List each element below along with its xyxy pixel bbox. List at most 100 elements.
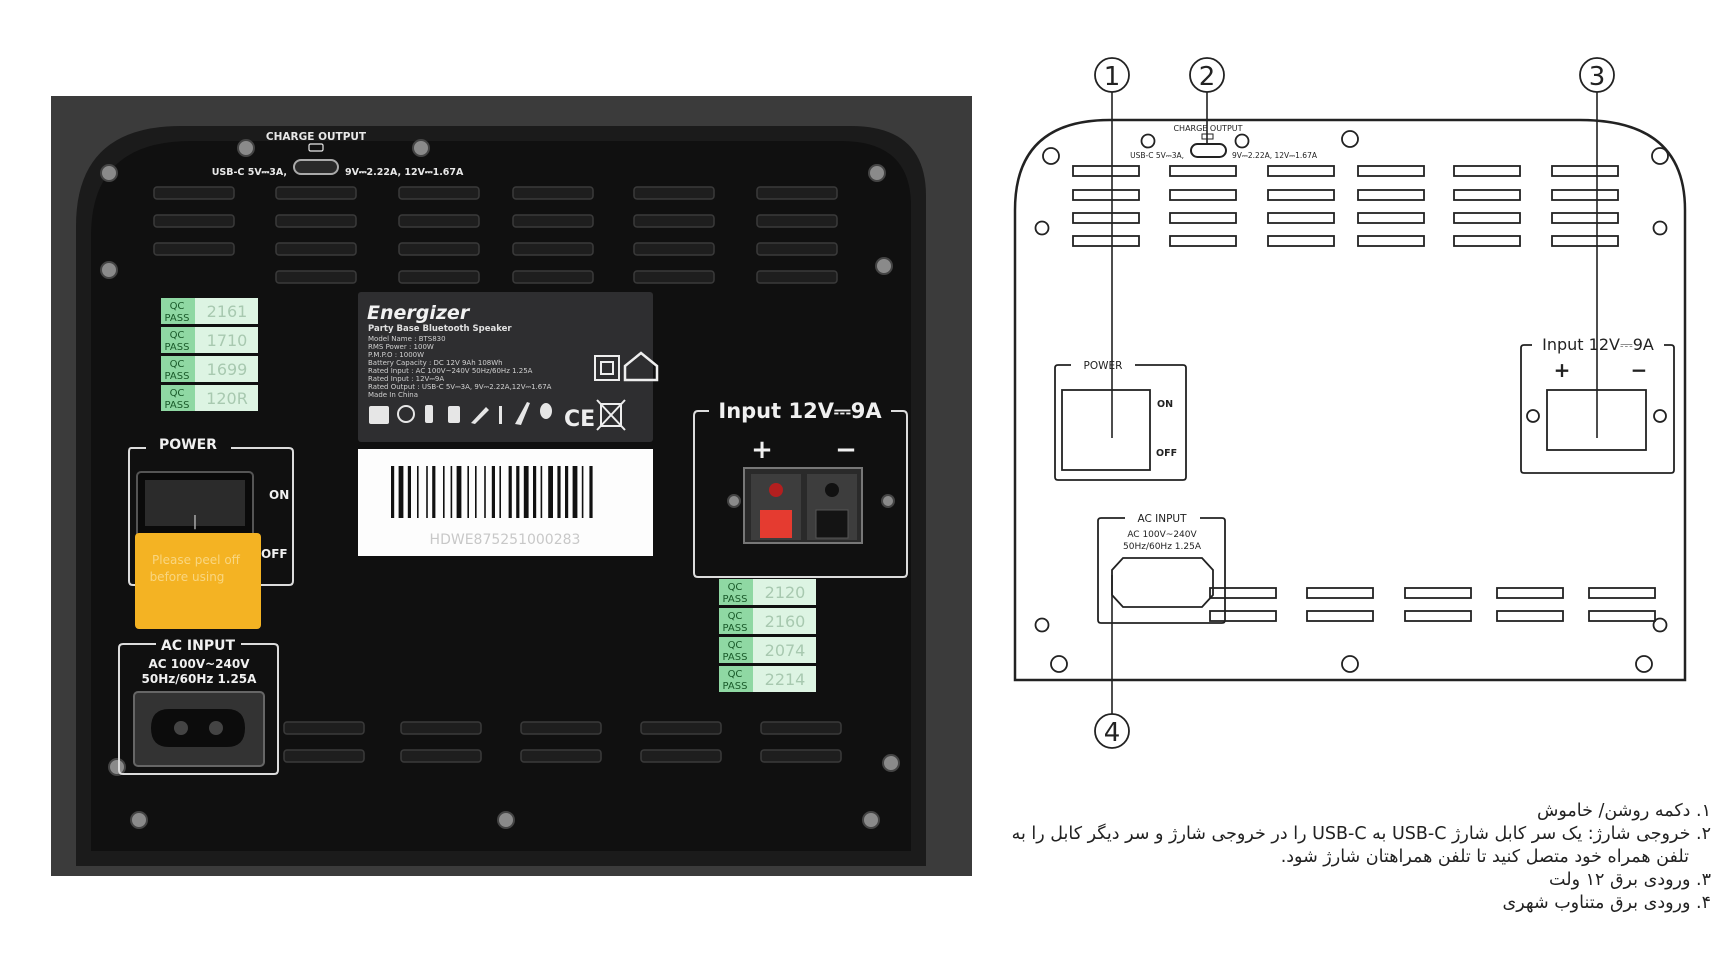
- svg-text:PASS: PASS: [165, 313, 190, 324]
- svg-text:P.M.P.O : 1000W: P.M.P.O : 1000W: [368, 351, 424, 359]
- svg-text:Rated Input : AC 100V~240V 50H: Rated Input : AC 100V~240V 50Hz/60Hz 1.2…: [368, 367, 533, 375]
- diagram-power-switch: [1061, 389, 1151, 471]
- caption-3: ۳. ورودی برق ۱۲ ولت: [1549, 870, 1711, 890]
- vent-slots-bottom: [283, 721, 842, 763]
- barcode-bars: [391, 466, 593, 518]
- line-in-icon: [499, 406, 502, 424]
- ac-inlet-socket[interactable]: [133, 691, 265, 767]
- input-12v-title: Input 12V⎓9A: [718, 399, 882, 423]
- callout-1: 1: [1104, 62, 1121, 92]
- barcode-number: HDWE875251000283: [430, 532, 581, 548]
- back-panel-diagram: CHARGE OUTPUT USB-C 5V⎓3A, 9V⎓2.22A, 12V…: [1013, 57, 1687, 749]
- svg-text:before using: before using: [150, 570, 225, 584]
- svg-text:PASS: PASS: [723, 623, 748, 634]
- indoor-use-icon: [623, 351, 659, 382]
- callout-circles: 1 2 3 4: [1094, 57, 1615, 749]
- svg-text:2214: 2214: [765, 670, 806, 689]
- usbc-left-label: USB-C 5V⎓3A,: [212, 167, 287, 178]
- brand-logo: Energizer: [367, 302, 471, 324]
- diagram-power-section: POWER ON OFF: [1054, 360, 1187, 481]
- speaker-terminals[interactable]: [743, 467, 863, 544]
- callout-4: 4: [1104, 718, 1121, 748]
- karaoke-icon: [471, 407, 489, 424]
- svg-text:QC: QC: [170, 388, 185, 399]
- panel-screws: [100, 139, 900, 829]
- svg-text:OFF: OFF: [1156, 448, 1177, 459]
- svg-text:ON: ON: [1157, 399, 1173, 410]
- ce-mark-icon: CE: [564, 407, 595, 432]
- minus-label: −: [835, 435, 857, 465]
- barcode-sticker: HDWE875251000283: [358, 449, 653, 556]
- svg-text:Battery Capacity : DC 12V 9Ah: Battery Capacity : DC 12V 9Ah 108Wh: [368, 359, 503, 367]
- svg-text:QC: QC: [728, 669, 743, 680]
- svg-text:Rated Input : 12V⎓9A: Rated Input : 12V⎓9A: [368, 375, 444, 383]
- svg-text:QC: QC: [170, 359, 185, 370]
- svg-text:QC: QC: [170, 301, 185, 312]
- svg-text:Rated Output : USB-C 5V⎓3A, 9V: Rated Output : USB-C 5V⎓3A, 9V⎓2.22A,12V…: [368, 383, 552, 391]
- power-section: POWER ON OFF: [128, 437, 294, 586]
- ac-input-label: AC INPUT: [161, 638, 236, 654]
- svg-text:QC: QC: [728, 582, 743, 593]
- feature-icons: [369, 402, 552, 425]
- svg-text:120R: 120R: [206, 389, 248, 408]
- svg-text:2160: 2160: [765, 612, 806, 631]
- callout-2: 2: [1199, 62, 1216, 92]
- svg-text:AC INPUT: AC INPUT: [1137, 513, 1187, 525]
- mic-priority-icon: [540, 403, 552, 419]
- callout-lines: [1111, 92, 1598, 730]
- usbc-right-label: 9V⎓2.22A, 12V⎓1.67A: [345, 167, 464, 178]
- caption-1: ۱. دکمه روشن/ خاموش: [1537, 801, 1711, 821]
- negative-terminal: [815, 509, 849, 539]
- diagram-charge-output-label: CHARGE OUTPUT: [1173, 124, 1242, 133]
- svg-text:1710: 1710: [207, 331, 248, 350]
- svg-text:PASS: PASS: [165, 371, 190, 382]
- peel-off-sticker: Please peel off before using: [135, 533, 261, 629]
- svg-text:USB-C 5V⎓3A,: USB-C 5V⎓3A,: [1130, 151, 1184, 160]
- svg-text:50Hz/60Hz 1.25A: 50Hz/60Hz 1.25A: [1123, 542, 1202, 552]
- weee-icon: [596, 399, 626, 431]
- svg-text:1699: 1699: [207, 360, 248, 379]
- on-label: ON: [269, 488, 289, 502]
- plus-label: +: [751, 435, 773, 465]
- caption-2-continued: تلفن همراه خود متصل کنید تا تلفن همراهتا…: [1280, 847, 1689, 867]
- svg-text:POWER: POWER: [1084, 360, 1123, 372]
- charge-output-icon: [308, 143, 324, 152]
- bluetooth-icon: [397, 405, 415, 423]
- svg-text:PASS: PASS: [723, 652, 748, 663]
- svg-text:2074: 2074: [765, 641, 806, 660]
- svg-text:−: −: [1631, 358, 1648, 382]
- guitar-icon: [515, 402, 530, 425]
- sd-card-icon: [448, 406, 460, 423]
- svg-text:2161: 2161: [207, 302, 248, 321]
- svg-text:Model Name : BTS830: Model Name : BTS830: [368, 335, 446, 343]
- svg-text:QC: QC: [728, 611, 743, 622]
- diagram-usbc-port: [1190, 143, 1227, 158]
- svg-text:PASS: PASS: [723, 681, 748, 692]
- input-12v-section: Input 12V⎓9A + −: [693, 399, 908, 578]
- product-name: Party Base Bluetooth Speaker: [368, 324, 512, 334]
- svg-text:Made In China: Made In China: [368, 391, 418, 399]
- tws-icon: [369, 406, 389, 424]
- caption-2: ۲. خروجی شارژ: یک سر کابل شارژ USB-C به …: [1011, 824, 1711, 844]
- charge-output-label: CHARGE OUTPUT: [266, 131, 367, 143]
- svg-text:|: |: [193, 514, 198, 530]
- svg-text:Input 12V⎓9A: Input 12V⎓9A: [1542, 335, 1654, 354]
- svg-text:Please peel off: Please peel off: [152, 553, 241, 567]
- svg-text:AC 100V~240V: AC 100V~240V: [149, 657, 251, 671]
- ac-input-section: AC INPUT AC 100V~240V 50Hz/60Hz 1.25A: [118, 638, 279, 775]
- double-insulation-icon: [594, 355, 620, 381]
- spec-label: Energizer Party Base Bluetooth Speaker M…: [358, 292, 659, 442]
- svg-text:PASS: PASS: [165, 400, 190, 411]
- svg-text:QC: QC: [170, 330, 185, 341]
- svg-text:2120: 2120: [765, 583, 806, 602]
- svg-text:RMS Power : 100W: RMS Power : 100W: [368, 343, 434, 351]
- svg-text:AC 100V~240V: AC 100V~240V: [1127, 530, 1197, 540]
- usbc-port[interactable]: [293, 159, 339, 175]
- callout-3: 3: [1589, 62, 1606, 92]
- svg-text:50Hz/60Hz 1.25A: 50Hz/60Hz 1.25A: [142, 672, 258, 686]
- positive-terminal: [760, 510, 792, 538]
- vent-slots-top: [153, 186, 838, 284]
- svg-text:QC: QC: [728, 640, 743, 651]
